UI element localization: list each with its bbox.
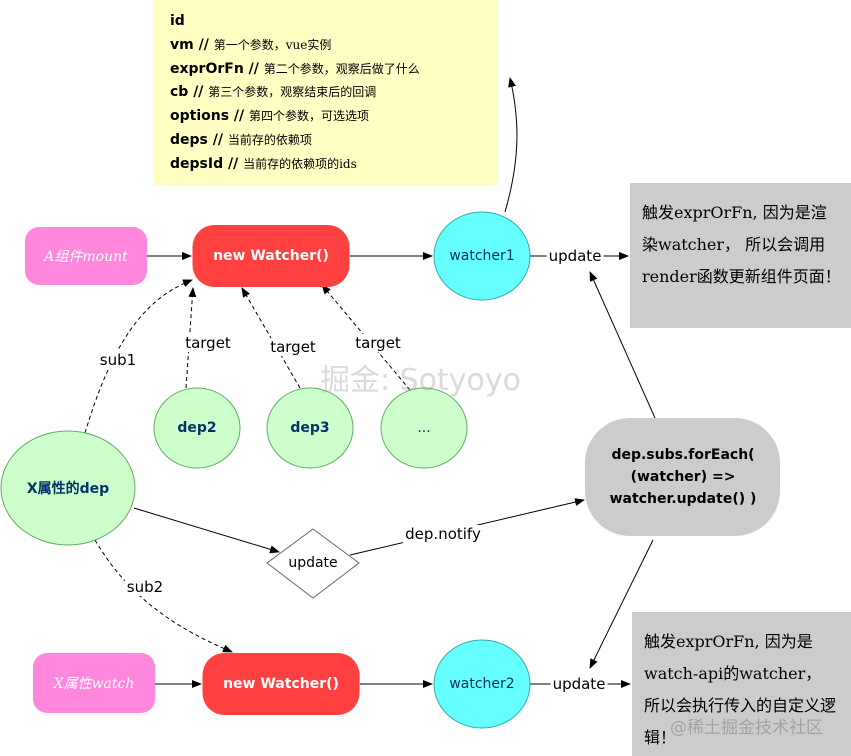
render-watcher-note: 触发exprOrFn, 因为是渲染watcher， 所以会调用render函数更… bbox=[630, 183, 851, 328]
dep3-node: dep3 bbox=[290, 420, 330, 436]
x-dep-node: X属性的dep bbox=[26, 481, 110, 497]
watcher-properties-note: id vm // 第一个参数，vue实例 exprOrFn // 第二个参数，观… bbox=[153, 0, 498, 185]
note-line: depsId // 当前存的依赖项的ids bbox=[170, 155, 357, 172]
edge-subs-to-update2 bbox=[589, 539, 654, 669]
dep-more-shape bbox=[380, 387, 468, 469]
x-watch-node: X属性watch bbox=[33, 653, 155, 713]
note-line: vm // 第一个参数，vue实例 bbox=[170, 36, 332, 53]
watch-api-note: 触发exprOrFn, 因为是watch-api的watcher， 所以会执行传… bbox=[632, 612, 851, 756]
edge-more-target bbox=[321, 284, 411, 391]
edge-watcher1-to-note bbox=[504, 77, 518, 213]
dep2-node: dep2 bbox=[177, 420, 217, 436]
sub2-label: sub2 bbox=[124, 578, 166, 596]
dep-notify-label: dep.notify bbox=[403, 525, 483, 543]
note-line: cb // 第三个参数，观察结束后的回调 bbox=[170, 84, 377, 101]
a-mount-node: A组件mount bbox=[25, 227, 147, 285]
dep3-shape bbox=[266, 387, 354, 469]
target-label-1: target bbox=[183, 334, 233, 352]
dep-subs-node: dep.subs.forEach( (watcher) => watcher.u… bbox=[609, 447, 757, 507]
sub1-label: sub1 bbox=[97, 351, 139, 369]
edge-sub1 bbox=[84, 279, 193, 434]
note-line: options // 第四个参数，可选选项 bbox=[170, 108, 370, 125]
watcher2-shape bbox=[433, 639, 531, 729]
note-line: id bbox=[170, 13, 185, 29]
watermark-corner: @稀土掘金技术社区 bbox=[670, 718, 823, 738]
update-diamond-shape bbox=[266, 528, 360, 599]
watcher1-node: watcher1 bbox=[449, 248, 515, 264]
edge-sub2 bbox=[94, 539, 233, 653]
note-line: deps // 当前存的依赖项 bbox=[170, 131, 312, 148]
dep-more-node: ... bbox=[417, 420, 431, 436]
update-label-1: update bbox=[546, 247, 604, 265]
dep-subs-shape bbox=[585, 418, 780, 536]
new-watcher-1-node: new Watcher() bbox=[192, 225, 350, 287]
note-line: exprOrFn // 第二个参数，观察后做了什么 bbox=[170, 60, 420, 77]
target-label-2: target bbox=[268, 338, 318, 356]
edge-dep-to-update bbox=[133, 507, 280, 554]
dep2-shape bbox=[153, 387, 241, 469]
watermark-center: 掘金: Sotyoyo bbox=[320, 363, 522, 398]
edge-subs-to-update1 bbox=[589, 271, 656, 419]
target-label-3: target bbox=[353, 334, 403, 352]
watcher2-node: watcher2 bbox=[449, 676, 515, 692]
update-diamond-node: update bbox=[288, 555, 338, 571]
update-label-2: update bbox=[550, 675, 608, 693]
watcher1-shape bbox=[433, 211, 531, 301]
new-watcher-2-node: new Watcher() bbox=[202, 653, 360, 715]
x-dep-shape bbox=[0, 430, 136, 546]
